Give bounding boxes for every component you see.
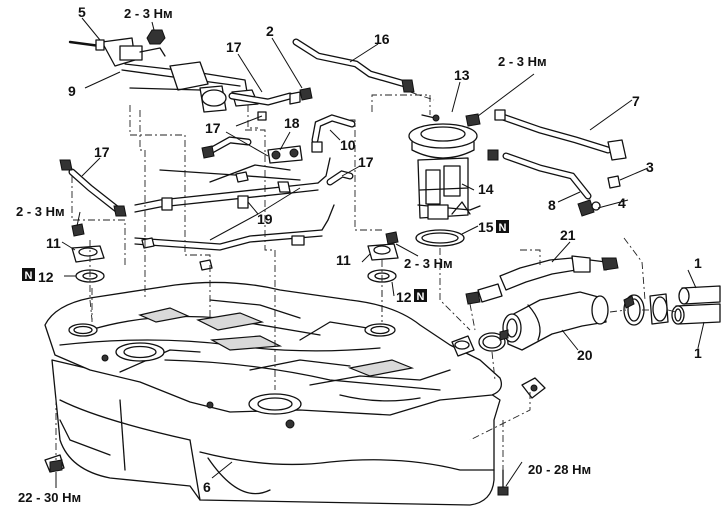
label-11: 11 [46, 235, 61, 251]
label-5: 5 [78, 4, 86, 20]
filler-hose-20 [502, 291, 609, 351]
label-6: 6 [203, 479, 211, 495]
label-1: 1 [694, 255, 702, 271]
torque-labels: 2 - 3 Нм 2 - 3 Нм 2 - 3 Нм 2 - 3 Нм 22 -… [16, 6, 591, 505]
hose-7 [494, 109, 627, 161]
label-18: 18 [284, 115, 300, 131]
torque-left-mid: 2 - 3 Нм [16, 204, 65, 219]
clip-3 [607, 175, 621, 189]
label-7: 7 [632, 93, 640, 109]
fuel-pump-assembly [68, 37, 259, 113]
bottom-left-bolt [49, 398, 63, 473]
hose-17-left [59, 159, 127, 217]
assembly-lines [71, 91, 677, 441]
sender-plate-13 [408, 113, 499, 161]
label-1: 1 [694, 345, 702, 361]
cover-11-left [71, 223, 105, 263]
label-14: 14 [478, 181, 494, 197]
hose-clamp-left [478, 329, 509, 352]
label-20: 20 [577, 347, 593, 363]
hose-10 [311, 114, 356, 144]
label-11: 11 [336, 252, 351, 268]
label-2: 2 [266, 23, 274, 39]
nut-2-3nm-top-left [146, 29, 166, 45]
label-8: 8 [548, 197, 556, 213]
label-12: 12 [38, 269, 54, 285]
label-10: 10 [340, 137, 356, 153]
part-labels: 5 9 17 2 16 17 18 10 17 17 19 11 11 12 1… [38, 4, 702, 495]
torque-top-right: 2 - 3 Нм [498, 54, 547, 69]
label-16: 16 [374, 31, 390, 47]
new-part-marks: N N N [22, 220, 509, 303]
new-part-box [22, 268, 35, 281]
label-12: 12 [396, 289, 412, 305]
fuel-tank [44, 281, 546, 506]
label-9: 9 [68, 83, 76, 99]
label-4: 4 [618, 195, 626, 211]
label-17: 17 [226, 39, 242, 55]
torque-bottom-right: 20 - 28 Нм [528, 462, 591, 477]
torque-top-left: 2 - 3 Нм [124, 6, 173, 21]
hose-clamp-right [623, 294, 645, 326]
fuel-lines-19 [134, 157, 335, 271]
clip-4 [577, 199, 601, 217]
cover-11-center [367, 231, 399, 261]
filler-pipes-1 [649, 285, 721, 325]
bottom-right-bolt [497, 420, 509, 496]
gasket-15 [415, 229, 465, 247]
clip-2 [289, 87, 313, 105]
leader-lines [55, 17, 705, 488]
label-13: 13 [454, 67, 470, 83]
label-19: 19 [257, 211, 273, 227]
pump-module-14 [417, 157, 481, 220]
new-part-mark: N [25, 270, 33, 282]
new-part-box [496, 220, 509, 233]
label-17: 17 [358, 154, 374, 170]
label-17: 17 [205, 120, 221, 136]
new-part-box [414, 289, 427, 302]
label-3: 3 [646, 159, 654, 175]
label-17: 17 [94, 144, 110, 160]
label-21: 21 [560, 227, 576, 243]
label-15: 15 [478, 219, 494, 235]
breather-hose-21 [465, 255, 619, 305]
new-part-mark: N [499, 222, 507, 234]
pipe-16 [292, 38, 415, 93]
hose-8 [502, 152, 592, 200]
new-part-mark: N [417, 291, 425, 303]
torque-center-mid: 2 - 3 Нм [404, 256, 453, 271]
torque-bottom-left: 22 - 30 Нм [18, 490, 81, 505]
